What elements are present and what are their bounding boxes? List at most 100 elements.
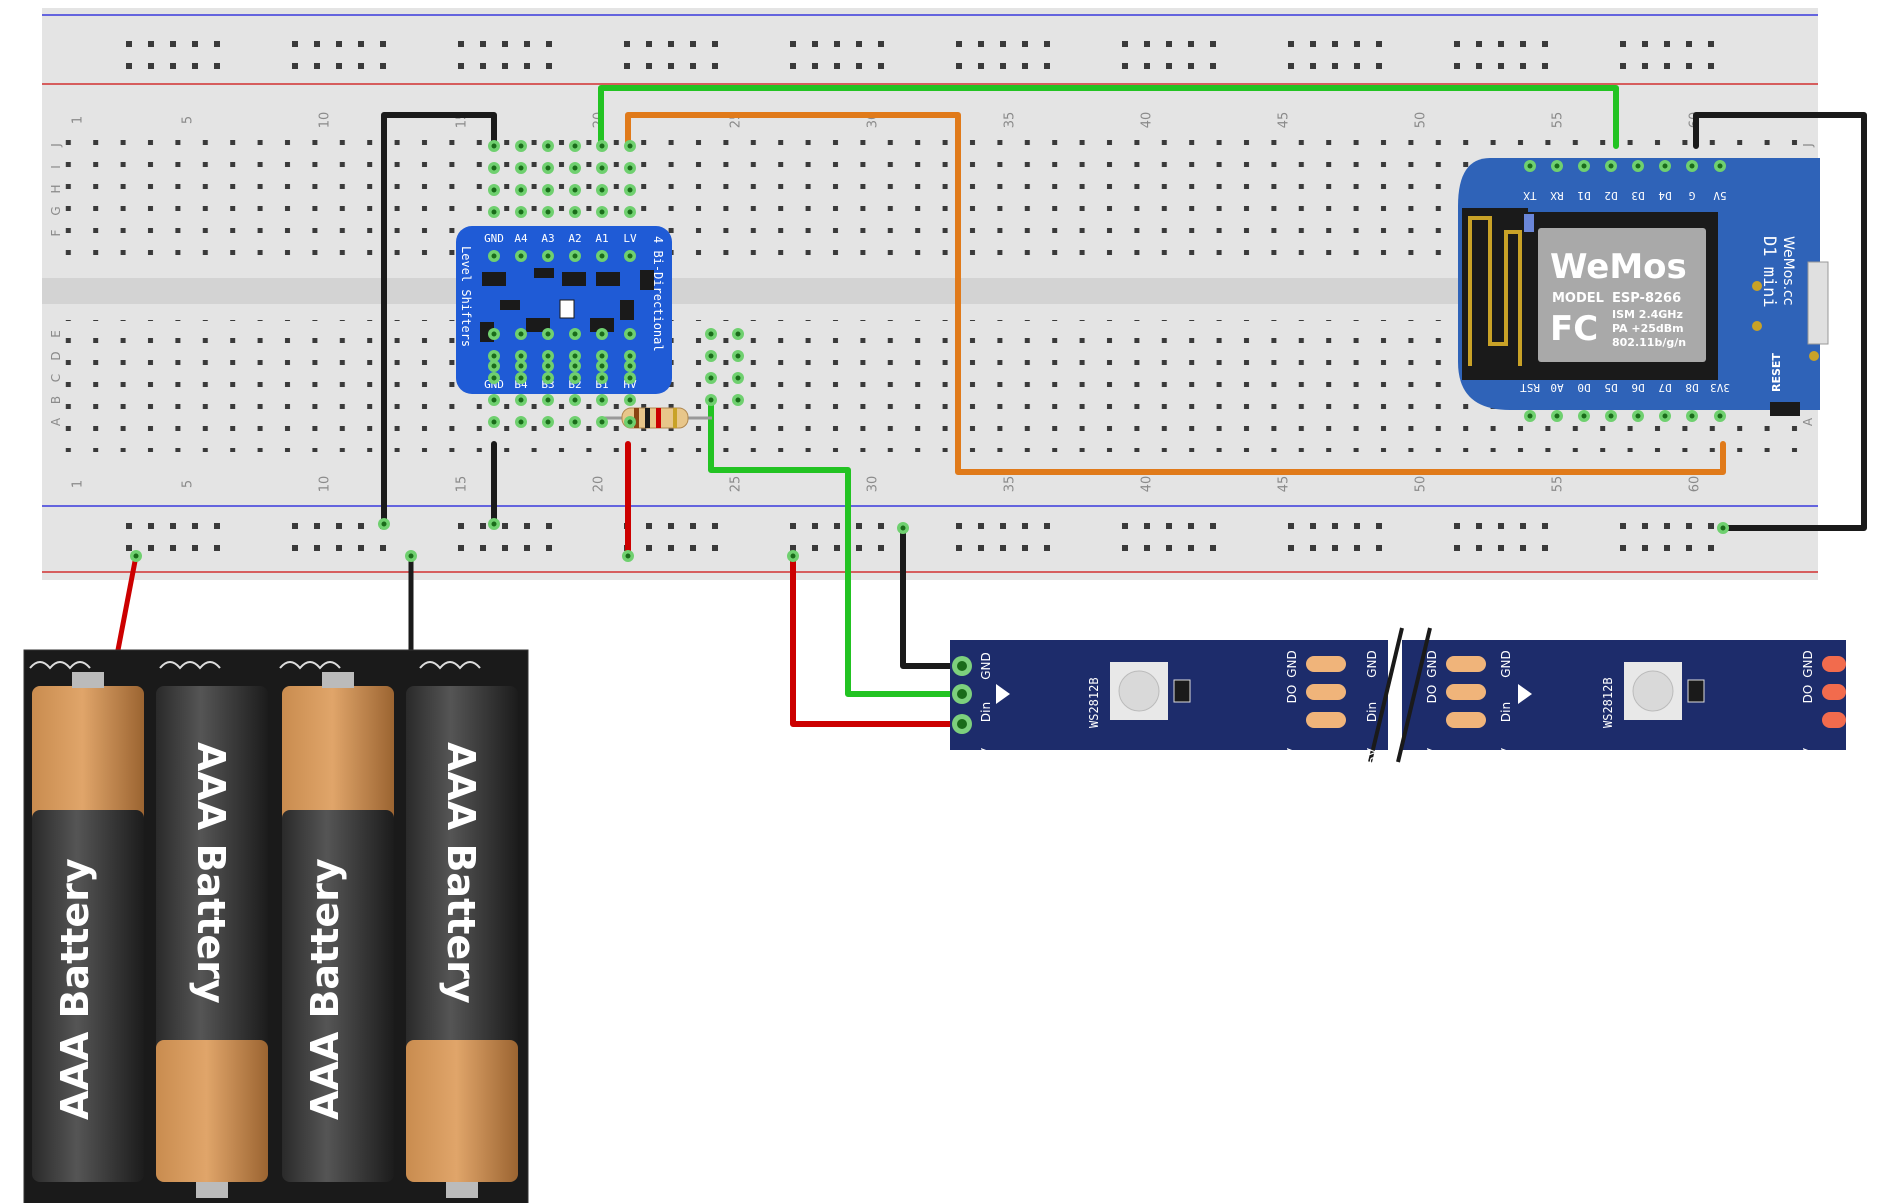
connected-pin-center [599, 143, 605, 149]
wire-black-d1-gnd [1693, 112, 1867, 531]
fc-logo: FC [1550, 309, 1598, 349]
column-number-top: 40 [1139, 112, 1154, 129]
rail-hole [126, 523, 132, 529]
column-number-bottom: 35 [1002, 476, 1017, 493]
rail-hole [856, 63, 862, 69]
connected-pin-center [491, 187, 497, 193]
rail-hole [148, 41, 154, 47]
column-number-bottom: 15 [454, 476, 469, 493]
rail-hole [1354, 41, 1360, 47]
battery-cell-3: AAA Battery [282, 672, 394, 1182]
reset-button[interactable] [1770, 402, 1800, 416]
wires [115, 85, 1867, 727]
strip-label-do-1: DO [1285, 685, 1299, 704]
spec-80211: 802.11b/g/n [1612, 336, 1686, 349]
connected-pin-center [491, 363, 497, 369]
connected-pin-center [572, 143, 578, 149]
rail-hole [502, 545, 508, 551]
column-number-bottom: 25 [728, 476, 743, 493]
column-number-bottom: 1 [71, 480, 86, 488]
column-number-top: 1 [71, 116, 86, 124]
strip-label-5v-1: +5V [1285, 747, 1299, 774]
rail-hole [690, 63, 696, 69]
rail-hole [1476, 523, 1482, 529]
rail-hole [458, 545, 464, 551]
connected-pin-center [572, 375, 578, 381]
spec-pa: PA +25dBm [1612, 322, 1684, 335]
rail-hole [1166, 41, 1172, 47]
rail-hole [1144, 41, 1150, 47]
level-shifter-components [480, 268, 654, 342]
connected-pin-center [599, 397, 605, 403]
wemos-logo: WeMos [1550, 247, 1687, 287]
connected-pin-center [627, 353, 633, 359]
battery-cell-2: AAA Battery [156, 686, 268, 1198]
rail-hole [214, 545, 220, 551]
rail-hole [1520, 545, 1526, 551]
rail-hole [1376, 545, 1382, 551]
model-value: ESP-8266 [1612, 291, 1681, 306]
rail-hole [1288, 545, 1294, 551]
column-number-bottom: 40 [1139, 476, 1154, 493]
connected-pin-center [735, 375, 741, 381]
rail-hole [1332, 523, 1338, 529]
rail-hole [1620, 41, 1626, 47]
battery-pack: AAA Battery AAA Battery AAA Battery AAA … [23, 649, 529, 1203]
connected-pin-center [735, 331, 741, 337]
rail-hole [646, 41, 652, 47]
reset-label: RESET [1770, 353, 1783, 392]
connected-pin-center [545, 143, 551, 149]
wire-green-data [708, 397, 965, 697]
rail-hole [458, 41, 464, 47]
connected-pin-center [627, 165, 633, 171]
connected-pin-center [627, 143, 633, 149]
column-number-top: 55 [1550, 112, 1565, 129]
connected-pin-center [1581, 163, 1587, 169]
connected-pin-center [1608, 413, 1614, 419]
level-shifter-title: 4 Bi-Directional [651, 236, 665, 352]
column-number-bottom: 30 [865, 476, 880, 493]
column-number-bottom: 45 [1276, 476, 1291, 493]
rail-hole [712, 523, 718, 529]
rail-hole [1476, 545, 1482, 551]
rail-hole [790, 63, 796, 69]
connected-pin-center [1720, 525, 1726, 531]
strip-label-din-4: Din [1499, 702, 1513, 722]
connected-pin-center [1662, 413, 1668, 419]
rail-hole [546, 523, 552, 529]
rail-hole [380, 63, 386, 69]
rail-hole [978, 41, 984, 47]
rail-hole [1642, 545, 1648, 551]
rail-hole [1620, 63, 1626, 69]
connected-pin-center [545, 363, 551, 369]
rail-hole [956, 41, 962, 47]
connected-pin-center [572, 419, 578, 425]
rail-hole [1210, 523, 1216, 529]
strip-label-gnd-5: GND [1801, 650, 1815, 678]
rail-hole [1188, 63, 1194, 69]
connected-pin-center [491, 331, 497, 337]
connected-pin-center [491, 521, 497, 527]
d1-pin-label: D5 [1604, 381, 1617, 394]
rail-hole [878, 41, 884, 47]
rail-hole [712, 41, 718, 47]
rail-hole [1000, 545, 1006, 551]
connected-pin-center [599, 363, 605, 369]
rail-hole [1288, 63, 1294, 69]
rail-hole [480, 545, 486, 551]
rail-hole [1354, 545, 1360, 551]
strip-label-do-5: DO [1801, 685, 1815, 704]
connected-pin-center [572, 165, 578, 171]
connected-pin-center [627, 419, 633, 425]
connected-pin-center [1635, 163, 1641, 169]
rail-hole [790, 545, 796, 551]
spec-ism: ISM 2.4GHz [1612, 308, 1683, 321]
rail-hole [358, 41, 364, 47]
rail-hole [1708, 545, 1714, 551]
battery-cell-4-label: AAA Battery [439, 742, 483, 1004]
led-strip: WS2812B WS2812B GND Din [950, 627, 1846, 774]
model-label: MODEL [1552, 291, 1604, 306]
rail-hole [314, 63, 320, 69]
rail-hole [1620, 545, 1626, 551]
rail-hole [1310, 63, 1316, 69]
